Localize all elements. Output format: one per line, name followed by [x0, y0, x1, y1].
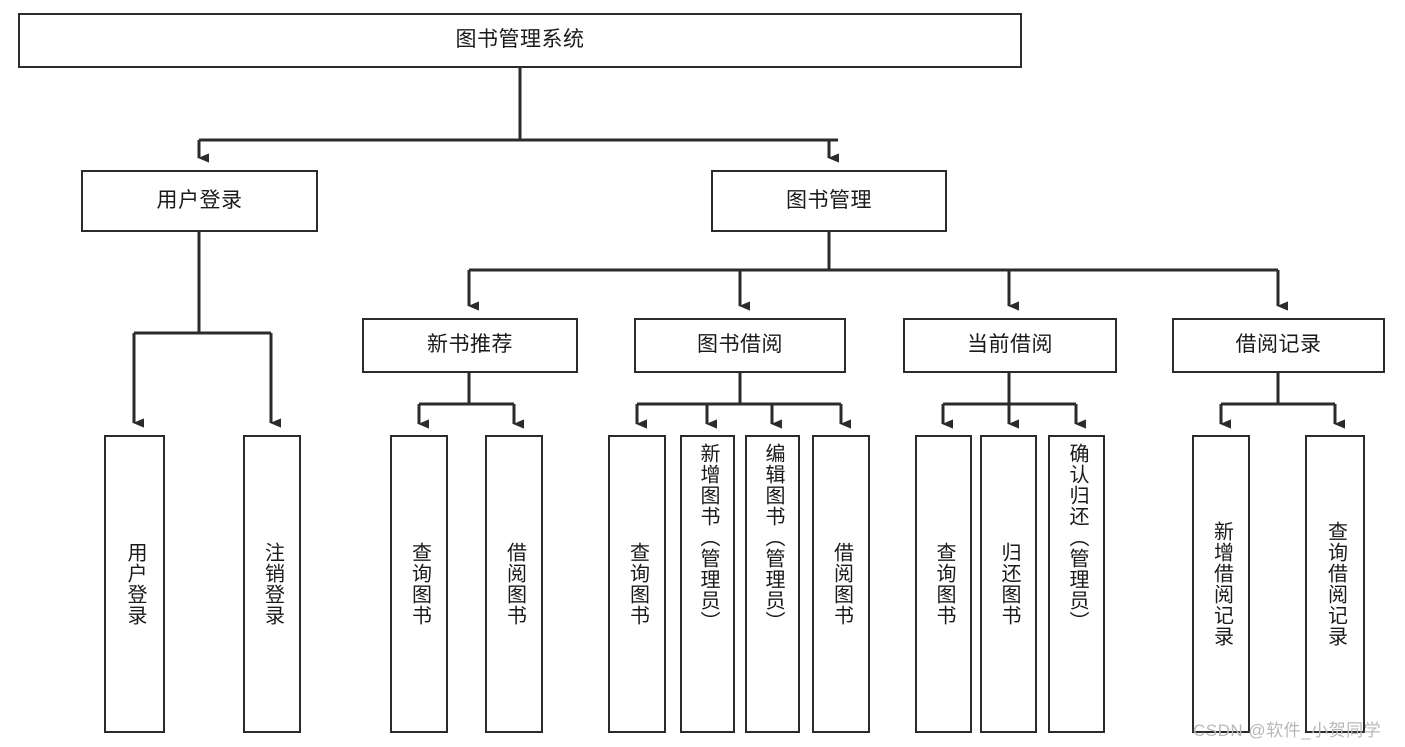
node-leaf-user-login[interactable]: 用户登录: [104, 435, 165, 733]
node-borrow-record-label: 借阅记录: [1235, 333, 1322, 357]
node-new-book-recommend-label: 新书推荐: [427, 333, 513, 357]
node-leaf-borrow-book-2[interactable]: 借阅图书: [812, 435, 870, 733]
node-book-borrow-label: 图书借阅: [697, 333, 783, 357]
node-leaf-query-borrow-record-label: 查询借阅记录: [1324, 521, 1347, 647]
node-leaf-borrow-book-1[interactable]: 借阅图书: [485, 435, 543, 733]
node-leaf-add-borrow-record-label: 新增借阅记录: [1210, 521, 1233, 647]
node-leaf-confirm-return-label: 确认归还（管理员）: [1066, 443, 1088, 632]
node-leaf-logout-label: 注销登录: [261, 542, 284, 626]
node-root[interactable]: 图书管理系统: [18, 13, 1022, 68]
node-current-borrow-label: 当前借阅: [967, 333, 1053, 357]
node-leaf-edit-book[interactable]: 编辑图书（管理员）: [745, 435, 800, 733]
node-leaf-query-book-3-label: 查询图书: [933, 542, 955, 626]
node-leaf-return-book-label: 归还图书: [998, 542, 1020, 626]
node-leaf-borrow-book-1-label: 借阅图书: [503, 542, 526, 626]
node-borrow-record[interactable]: 借阅记录: [1172, 318, 1385, 373]
node-leaf-borrow-book-2-label: 借阅图书: [830, 542, 853, 626]
node-leaf-query-book-1-label: 查询图书: [408, 542, 431, 626]
node-leaf-query-book-2-label: 查询图书: [626, 542, 649, 626]
node-leaf-return-book[interactable]: 归还图书: [980, 435, 1037, 733]
node-leaf-query-book-3[interactable]: 查询图书: [915, 435, 972, 733]
node-leaf-query-borrow-record[interactable]: 查询借阅记录: [1305, 435, 1365, 733]
node-leaf-edit-book-label: 编辑图书（管理员）: [762, 443, 784, 632]
node-leaf-logout[interactable]: 注销登录: [243, 435, 301, 733]
node-leaf-query-book-1[interactable]: 查询图书: [390, 435, 448, 733]
node-book-manage[interactable]: 图书管理: [711, 170, 947, 232]
node-leaf-add-book-label: 新增图书（管理员）: [697, 443, 719, 632]
node-leaf-confirm-return[interactable]: 确认归还（管理员）: [1048, 435, 1105, 733]
node-book-manage-label: 图书管理: [786, 188, 872, 212]
node-leaf-user-login-label: 用户登录: [124, 542, 146, 626]
node-user-login[interactable]: 用户登录: [81, 170, 318, 232]
node-current-borrow[interactable]: 当前借阅: [903, 318, 1117, 373]
node-leaf-query-book-2[interactable]: 查询图书: [608, 435, 666, 733]
node-leaf-add-book[interactable]: 新增图书（管理员）: [680, 435, 735, 733]
node-leaf-add-borrow-record[interactable]: 新增借阅记录: [1192, 435, 1250, 733]
node-new-book-recommend[interactable]: 新书推荐: [362, 318, 578, 373]
node-user-login-label: 用户登录: [156, 188, 243, 212]
node-root-label: 图书管理系统: [455, 28, 585, 52]
node-book-borrow[interactable]: 图书借阅: [634, 318, 846, 373]
